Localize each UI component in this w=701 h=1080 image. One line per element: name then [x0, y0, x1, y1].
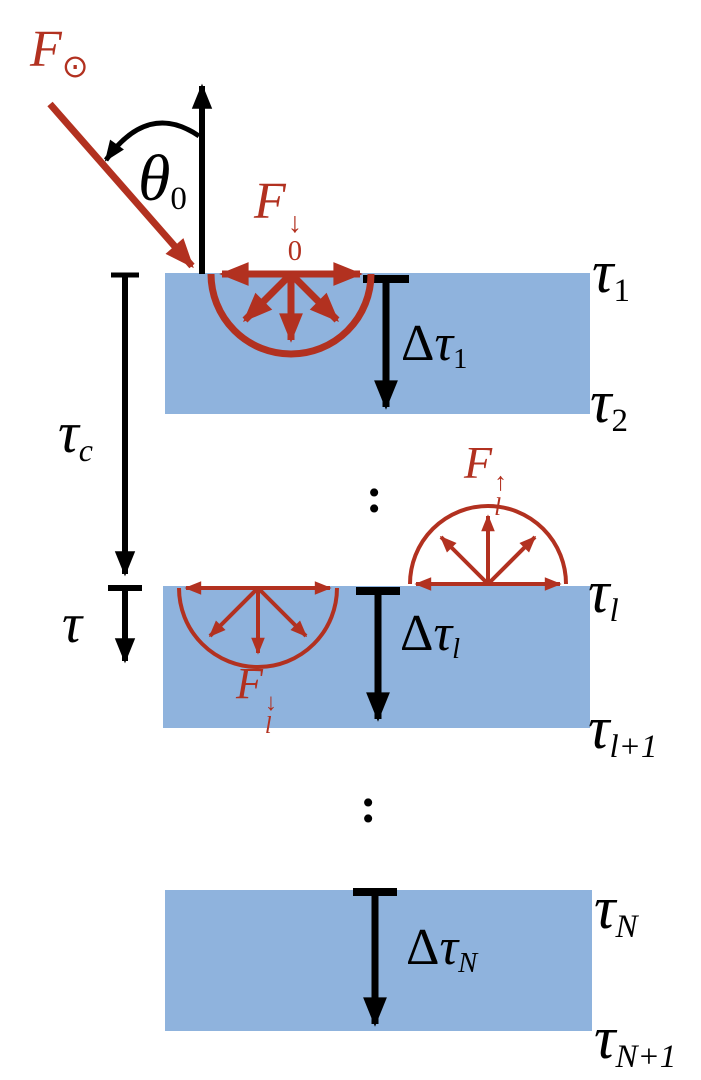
- tau-base: τ: [62, 593, 83, 655]
- delta-tau-l-sub: l: [452, 634, 461, 665]
- delta-N: Δ: [406, 919, 440, 976]
- delta-tau-l-arrow: [356, 587, 400, 722]
- label-delta-tau-N: ΔτN: [406, 922, 477, 979]
- delta-tau-N-sub: N: [458, 948, 478, 979]
- tau-N-plus-1-sub: N+1: [615, 1039, 677, 1076]
- delta-tau-N-base: τ: [439, 919, 459, 976]
- delta-1: Δ: [401, 315, 435, 372]
- flux-up-l-sub: l: [494, 492, 502, 521]
- down-arrow-icon: ↓: [287, 207, 303, 239]
- label-tau-c: τc: [58, 404, 93, 467]
- delta-tau-1-sub: 1: [453, 344, 468, 375]
- tau-arrow: [108, 585, 142, 664]
- tau-N-plus-1-base: τ: [594, 1005, 616, 1071]
- flux-down-l-base: F: [236, 659, 263, 708]
- label-tau-1: τ1: [592, 242, 630, 308]
- tau-N-sub: N: [615, 909, 638, 946]
- flux-down-0-base: F: [254, 173, 286, 230]
- delta-tau-N-arrow: [353, 888, 397, 1027]
- tau-1-base: τ: [592, 239, 614, 305]
- tau-l-sub: l: [609, 593, 619, 630]
- label-tau: τ: [62, 596, 82, 652]
- tau-2-base: τ: [590, 369, 612, 435]
- delta-tau-1-base: τ: [434, 315, 454, 372]
- tau-c-sub: c: [78, 432, 93, 468]
- up-arrow-icon: ↑: [494, 468, 507, 497]
- label-delta-tau-l: Δτl: [400, 608, 460, 665]
- tau-N-base: τ: [594, 875, 616, 941]
- theta-sub: 0: [170, 181, 187, 218]
- tau-1-sub: 1: [613, 273, 630, 310]
- label-tau-N: τN: [594, 878, 638, 944]
- flux-up-l-base: F: [464, 437, 493, 488]
- tau-c-arrow: [111, 272, 139, 577]
- label-delta-tau-1: Δτ1: [401, 318, 467, 375]
- theta-base: θ: [138, 142, 171, 215]
- vertical-dots-upper: :: [366, 467, 383, 523]
- label-tau-l-plus-1: τl+1: [588, 698, 657, 764]
- down-arrow-icon-l: ↓: [264, 688, 277, 716]
- label-zenith-angle: θ0: [138, 146, 187, 216]
- label-tau-N-plus-1: τN+1: [594, 1008, 676, 1074]
- label-flux-down-0: F↓0: [254, 176, 302, 266]
- tau-2-sub: 2: [611, 403, 628, 440]
- incident-flux-base: F: [30, 21, 62, 78]
- label-flux-down-l: F↓l: [236, 662, 277, 738]
- label-incident-flux: F⊙: [30, 21, 89, 84]
- zenith-angle-arc-arrow: [103, 120, 201, 162]
- tau-c-base: τ: [58, 400, 79, 465]
- diffuse-down-flux-fan-0: [207, 262, 375, 358]
- delta-l: Δ: [400, 605, 434, 662]
- diffuse-down-flux-fan-l: [177, 581, 339, 669]
- label-tau-2: τ2: [590, 372, 628, 438]
- tau-l-plus-1-base: τ: [588, 695, 610, 761]
- diffuse-up-flux-fan-l: [408, 504, 568, 591]
- layer-1-slab: [165, 273, 590, 414]
- tau-l-plus-1-sub: l+1: [609, 729, 658, 766]
- solar-beam-arrow: [47, 101, 195, 269]
- sun-symbol-icon: ⊙: [61, 47, 89, 84]
- flux-down-l-sub: l: [264, 712, 272, 740]
- label-tau-l: τl: [588, 562, 619, 628]
- label-flux-up-l: F↑l: [464, 440, 507, 520]
- delta-tau-l-base: τ: [433, 605, 453, 662]
- tau-l-base: τ: [588, 559, 610, 625]
- vertical-dots-lower: :: [360, 777, 377, 833]
- flux-down-0-sub: 0: [287, 235, 303, 267]
